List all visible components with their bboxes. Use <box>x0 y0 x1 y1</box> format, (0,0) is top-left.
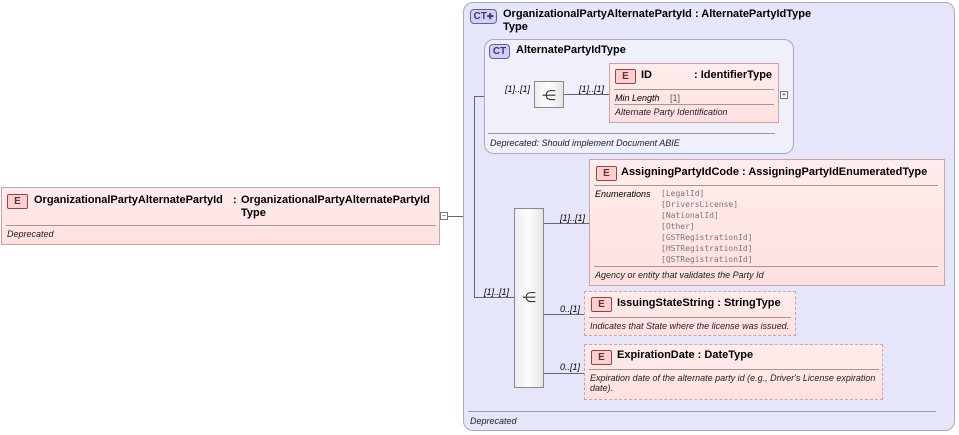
element-title: AssigningPartyIdCode : AssigningPartyIdE… <box>621 166 928 178</box>
issuing-state-string-element[interactable]: E IssuingStateString : StringType Indica… <box>584 291 796 336</box>
separator <box>589 317 791 318</box>
outer-type-doc: Deprecated <box>470 416 517 426</box>
base-type-title: AlternatePartyIdType <box>516 44 626 56</box>
outer-type-title-line2: Type <box>503 21 528 33</box>
sequence-compositor[interactable]: ⋲ <box>514 208 544 388</box>
connector <box>544 373 584 374</box>
facet-value: [1] <box>670 93 681 103</box>
cardinality-label: 0..[1] <box>560 304 581 314</box>
element-badge: E <box>7 194 28 209</box>
id-element-type: : IdentifierType <box>694 69 773 81</box>
cardinality-label: [1]..[1] <box>579 84 605 94</box>
separator <box>468 411 936 412</box>
base-type-doc: Deprecated: Should implement Document AB… <box>490 138 680 148</box>
separator <box>594 185 938 186</box>
separator <box>589 369 879 370</box>
element-title: ExpirationDate : DateType <box>617 349 754 361</box>
id-element-doc: Alternate Party Identification <box>615 107 728 117</box>
sequence-compositor-icon: ⋲ <box>542 87 556 103</box>
element-badge: E <box>615 69 636 84</box>
element-badge: E <box>596 166 617 181</box>
sequence-compositor-icon: ⋲ <box>522 289 536 305</box>
element-doc-line2: date). <box>590 383 614 393</box>
plus-expander-icon[interactable]: + <box>780 90 788 99</box>
id-element-name: ID <box>641 69 652 81</box>
complex-type-badge-label: CT <box>473 11 487 22</box>
root-element-box[interactable]: E OrganizationalPartyAlternatePartyId : … <box>1 187 440 245</box>
root-element-type-line1: OrganizationalPartyAlternatePartyId <box>241 194 430 206</box>
enumeration-value: [HSTRegistrationId] <box>661 244 753 253</box>
connector <box>474 96 475 297</box>
enumeration-value: [NationalId] <box>661 211 719 220</box>
element-badge: E <box>591 350 612 365</box>
root-element-name: OrganizationalPartyAlternatePartyId <box>34 194 223 206</box>
complex-type-badge: CT✚ <box>470 9 497 24</box>
cardinality-label: [1]..[1] <box>505 84 531 94</box>
enumeration-value: [Other] <box>661 222 695 231</box>
connector <box>564 94 609 95</box>
connector <box>544 223 589 224</box>
connector <box>474 297 514 298</box>
element-doc: Agency or entity that validates the Part… <box>595 270 764 280</box>
element-badge: E <box>591 297 612 312</box>
assigning-party-id-code-element[interactable]: E AssigningPartyIdCode : AssigningPartyI… <box>589 159 945 286</box>
cardinality-label: [1]..[1] <box>560 213 586 223</box>
enumeration-value: [QSTRegistrationId] <box>661 255 753 264</box>
element-doc: Indicates that State where the license w… <box>590 321 790 331</box>
enumerations-label: Enumerations <box>595 189 651 199</box>
plus-icon: ✚ <box>486 12 494 21</box>
expiration-date-element[interactable]: E ExpirationDate : DateType Expiration d… <box>584 344 883 400</box>
connector <box>448 216 474 217</box>
root-element-doc: Deprecated <box>7 229 54 239</box>
separator <box>488 133 775 134</box>
cardinality-label: 0..[1] <box>560 362 581 372</box>
complex-type-badge: CT <box>489 44 510 59</box>
enumeration-value: [DriversLicense] <box>661 200 739 209</box>
root-element-type-line2: Type <box>241 207 266 219</box>
separator <box>614 104 774 105</box>
id-element-box[interactable]: E ID : IdentifierType Min Length [1] Alt… <box>609 63 779 123</box>
sequence-compositor[interactable]: ⋲ <box>534 81 564 108</box>
separator <box>614 89 774 90</box>
separator <box>594 266 938 267</box>
facet-label: Min Length <box>615 93 660 103</box>
enumeration-value: [GSTRegistrationId] <box>661 233 753 242</box>
outer-type-title-line1: OrganizationalPartyAlternatePartyId : Al… <box>503 8 812 20</box>
connector <box>544 314 584 315</box>
minus-expander-icon[interactable]: − <box>440 211 448 220</box>
root-element-colon: : <box>233 194 237 206</box>
element-title: IssuingStateString : StringType <box>617 297 781 309</box>
cardinality-label: [1]..[1] <box>484 287 510 297</box>
separator <box>6 225 436 226</box>
element-doc-line1: Expiration date of the alternate party i… <box>590 373 876 383</box>
enumeration-value: [LegalId] <box>661 189 705 198</box>
